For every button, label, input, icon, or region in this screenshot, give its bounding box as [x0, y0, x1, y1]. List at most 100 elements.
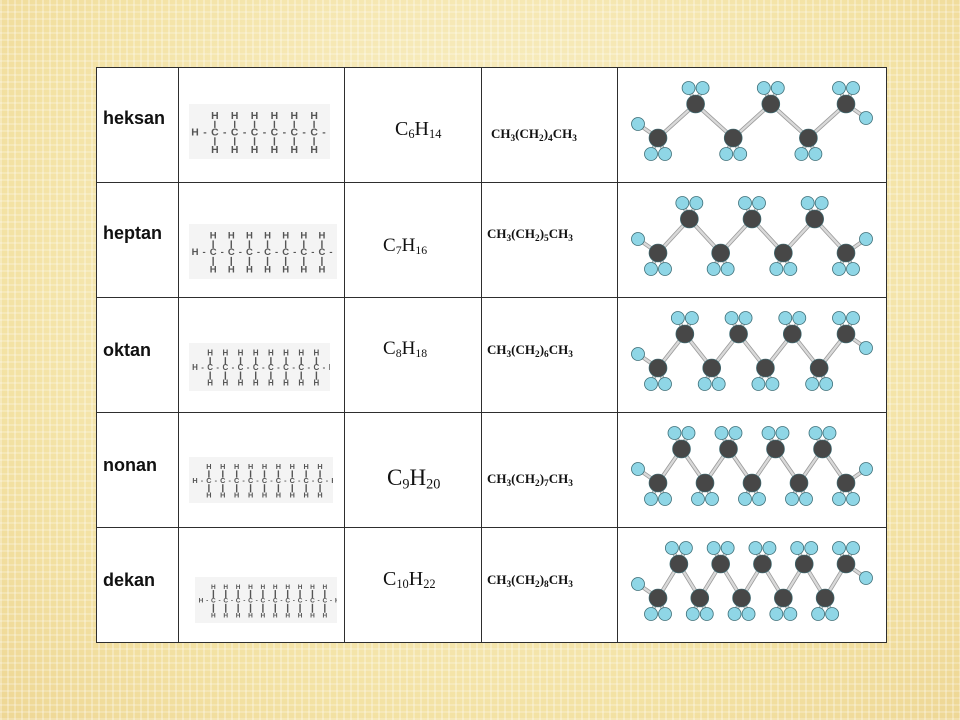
hydrogen-atom	[681, 426, 696, 440]
bond-dash: -	[262, 363, 265, 372]
bond-dash: -	[292, 363, 295, 372]
atoms	[631, 196, 873, 276]
hydrogen-symbol: H	[273, 612, 278, 619]
ball-and-stick-model	[631, 81, 873, 161]
hydrogen-symbol: H	[248, 491, 253, 500]
formula-c-count: 8	[395, 346, 402, 360]
carbon-atom	[729, 324, 748, 344]
carbon-symbol: C	[206, 476, 212, 485]
hydrogen-atom	[859, 571, 873, 585]
formula-h: H	[414, 118, 429, 140]
carbon-symbol: C	[223, 598, 228, 605]
hydrogen-atom	[859, 232, 873, 246]
carbon-atom	[742, 473, 762, 493]
hydrogen-atom	[689, 196, 704, 210]
hydrogen-atom	[790, 541, 805, 555]
carbon-atom	[805, 209, 824, 229]
hydrogen-atom	[678, 541, 693, 555]
carbon-atom	[774, 588, 793, 608]
carbon-symbol: C	[248, 598, 253, 605]
hydrogen-atom	[664, 541, 679, 555]
carbon-symbol: C	[271, 127, 279, 138]
carbon-atom	[836, 473, 856, 493]
cond-sub: 2	[535, 233, 540, 244]
bond-dash: -	[263, 127, 267, 138]
hydrogen-atom	[751, 377, 766, 391]
hydrogen-symbol: H	[285, 612, 290, 619]
hydrogen-atom	[799, 492, 813, 506]
ball-and-stick-model	[631, 196, 873, 276]
hydrogen-atom	[814, 196, 829, 210]
hydrogen-atom	[738, 492, 752, 506]
hydrogen-atom	[720, 262, 735, 276]
structural-formula: H-CHH-CHH-CHH-CHH-CHH-CHH-H	[189, 104, 330, 159]
carbon-atom	[675, 324, 695, 344]
cond-part: CH	[487, 471, 507, 486]
hydrogen-atom	[724, 311, 739, 325]
structural-formula-cell: H-CHH-CHH-CHH-CHH-CHH-CHH-H	[178, 67, 345, 183]
hydrogen-atom	[822, 426, 837, 440]
hydrogen-atom	[832, 311, 846, 325]
hydrogen-atom	[714, 426, 729, 440]
carbon-atom	[711, 554, 730, 574]
hydrogen-symbol: H	[220, 491, 225, 500]
hydrogen-atom	[770, 81, 785, 95]
hydrogen-atom	[778, 311, 793, 325]
hydrogen-atom	[644, 492, 658, 506]
hydrogen-symbol: H	[283, 349, 289, 358]
name-cell: oktan	[96, 297, 179, 413]
carbon-atom	[766, 439, 785, 459]
hydrogen-symbol: H	[246, 265, 253, 276]
bond-dash: -	[275, 247, 278, 258]
hydrogen-atom	[859, 111, 873, 125]
hydrogen-symbol: H	[264, 231, 271, 242]
hydrogen-symbol: H	[285, 584, 290, 591]
carbon-symbol: C	[262, 476, 268, 485]
bond-dash: -	[243, 598, 245, 605]
bond-dash: -	[270, 476, 273, 485]
bond-dash: -	[330, 598, 332, 605]
alkane-name: oktan	[103, 340, 152, 360]
hydrogen-symbol: H	[236, 584, 241, 591]
bonds	[636, 86, 868, 156]
cond-sub: 8	[544, 579, 549, 590]
carbon-symbol: C	[228, 247, 235, 258]
hydrogen-atom	[644, 607, 658, 621]
carbon-symbol: C	[314, 363, 320, 372]
formula-h: H	[409, 465, 427, 490]
molecule-model-cell	[617, 67, 887, 183]
carbon-symbol: C	[310, 598, 315, 605]
hydrogen-symbol: H	[192, 363, 198, 372]
hydrogen-symbol: H	[310, 111, 318, 122]
hydrogen-symbol: H	[317, 462, 322, 471]
carbon-atom	[813, 439, 832, 459]
hydrogen-symbol: H	[211, 111, 219, 122]
cond-part: CH	[548, 342, 569, 357]
hydrogen-atom	[738, 311, 753, 325]
carbon-symbol: C	[322, 598, 327, 605]
hydrogen-atom	[681, 81, 696, 95]
hydrogen-atom	[846, 311, 860, 325]
cond-part: (CH	[515, 126, 540, 141]
carbon-symbol: C	[300, 247, 307, 258]
hydrogen-atom	[691, 492, 705, 506]
hydrogen-symbol: H	[283, 378, 289, 387]
carbon-symbol: C	[273, 598, 278, 605]
formula-h-count: 20	[426, 476, 441, 493]
carbon-symbol: C	[290, 127, 298, 138]
bond-dash: -	[293, 247, 296, 258]
carbon-atom	[723, 128, 743, 148]
hydrogen-symbol: H	[199, 598, 204, 605]
hydrogen-atom	[720, 541, 735, 555]
bond-dash: -	[284, 476, 287, 485]
structural-formula: H-CHH-CHH-CHH-CHH-CHH-CHH-CHH-CHH-H	[189, 343, 330, 391]
carbon-symbol: C	[317, 476, 323, 485]
carbon-atom	[774, 243, 793, 263]
carbon-symbol: C	[207, 363, 213, 372]
carbon-symbol: C	[310, 127, 318, 138]
hydrogen-atom	[761, 426, 776, 440]
carbon-symbol: C	[220, 476, 226, 485]
hydrogen-atom	[832, 492, 846, 506]
